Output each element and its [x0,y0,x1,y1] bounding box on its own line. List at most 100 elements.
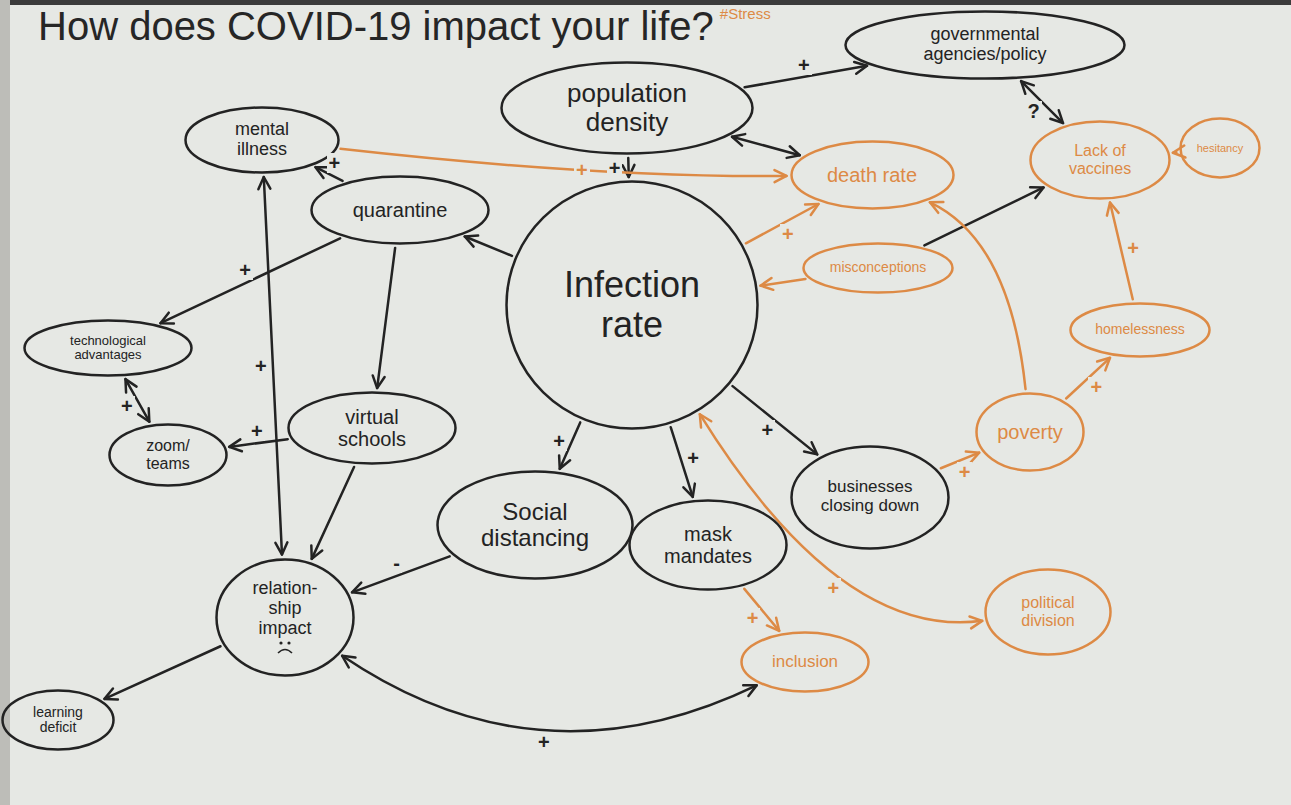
arrowhead [229,439,242,451]
arrowhead [342,656,355,668]
arrowhead [559,455,570,468]
polarity-sign: + [536,732,552,752]
bubble-text-group: hesitancy [1197,142,1244,154]
polarity-sign: + [796,55,812,75]
bubble-ellipse [1181,119,1260,178]
bubble-ellipse [986,570,1111,655]
polarity-sign: + [759,420,775,440]
bubble-label: poverty [997,421,1063,443]
bubble-label: Social distancing [470,499,600,552]
bubble-ellipse [742,633,869,692]
bubble-label: death rate [827,164,917,186]
bubble-label: hesitancy [1197,142,1243,154]
concept-bubble: virtual schools [287,391,457,465]
polarity-sign: + [119,396,135,416]
bubble-text-group: misconceptions [830,260,927,275]
bubble-label: inclusion [772,653,838,672]
concept-bubble: poverty [975,392,1085,472]
concept-bubble: homelessness [1069,302,1211,358]
bubble-ellipse [1031,122,1170,199]
arrowhead [854,62,867,74]
bubble-label: quarantine [353,199,448,221]
arrowhead [787,146,800,158]
bubble-label: homelessness [1095,322,1185,337]
bubble-text-group: Lack of vaccines [1055,142,1145,177]
arrowhead [465,236,478,247]
arrowhead [125,379,136,392]
concept-bubble: Lack of vaccines [1029,120,1171,200]
arrowhead [930,202,943,213]
bubble-text-group: poverty [997,421,1063,443]
connector-line [377,248,395,388]
connector [622,158,634,177]
connector-line [700,414,982,622]
arrowhead [1173,146,1186,158]
bubble-ellipse [846,12,1125,79]
connector [1173,146,1186,158]
bubble-text-group: virtual schools [317,406,427,450]
concept-bubble: quarantine [310,175,490,245]
face-eye [287,642,290,645]
arrowhead [700,414,711,427]
arrowhead [805,204,818,215]
polarity-sign: + [249,421,265,441]
bubble-text-group: businesses closing down [820,478,920,515]
bubble-text-group: mask mandates [658,523,758,567]
bubble-text-group: technological advantages [53,334,163,363]
connector-line [342,656,756,731]
bubble-text-group: Social distancing [470,499,600,552]
connector [311,467,354,559]
connector [924,187,1043,245]
arrowhead [774,170,786,182]
arrowhead [311,545,322,558]
concept-bubble: technological advantages [23,319,193,377]
polarity-sign: + [957,462,973,482]
face-frown [278,650,292,654]
arrowhead [160,313,173,324]
arrowhead [275,542,287,554]
bubble-ellipse [502,63,753,154]
bubble-text-group: inclusion [772,653,839,672]
polarity-sign: + [237,260,253,280]
bubble-text-group: quarantine [353,199,448,221]
connector-line [160,238,340,323]
connector [733,386,818,454]
bubble-text-group: learning deficit [23,705,93,736]
bubble-text-group: governmental agencies/policy [890,25,1080,65]
connector-line [1066,358,1110,399]
bubble-label: zoom/ teams [133,437,203,472]
concept-bubble: businesses closing down [790,445,950,550]
connector-line [746,204,819,243]
concept-bubble: inclusion [740,631,870,693]
connector-line [930,202,1026,389]
connector [744,589,779,631]
concept-bubble: death rate [790,140,955,210]
polarity-sign: + [574,160,590,180]
arrowhead [970,617,983,629]
concept-bubble: Social distancing [436,470,634,580]
connector-line [104,646,220,699]
arrowhead [622,165,634,177]
bubble-text-group: Infection rate [547,265,717,344]
bubble-ellipse [791,142,953,209]
concept-bubble: hesitancy [1179,117,1261,179]
connector [930,202,1026,389]
polarity-sign: - [391,553,402,573]
connector-line [312,467,354,559]
polarity-sign: + [745,608,761,628]
arrowhead [1030,187,1043,198]
bubble-ellipse [186,108,339,173]
connector [700,414,982,628]
bubble-ellipse [110,425,227,486]
polarity-sign: + [253,356,269,376]
arrowhead [804,442,817,454]
bubble-text-group: political division [1008,594,1088,629]
polarity-sign: + [685,448,701,468]
connector-line [1021,81,1063,123]
arrowhead [767,618,779,631]
bubble-label: technological advantages [53,334,163,363]
bubble-label: misconceptions [830,260,927,275]
bubble-ellipse [3,691,114,750]
arrowhead [1097,358,1110,371]
